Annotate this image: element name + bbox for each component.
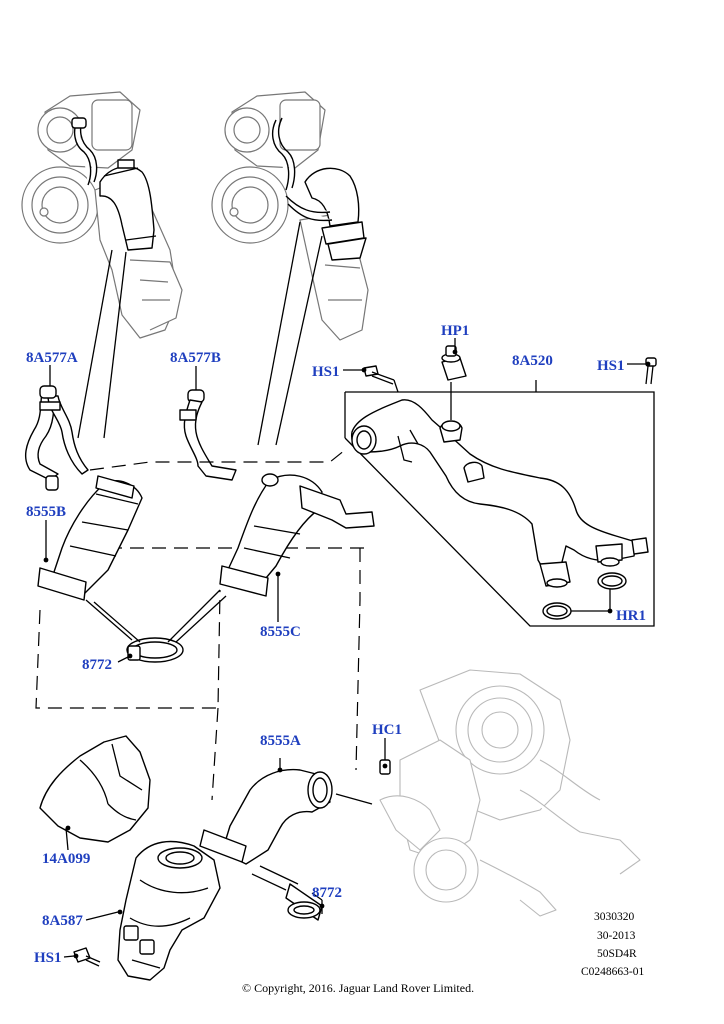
engine-illustration-bottom — [379, 669, 641, 917]
label-8772-left: 8772 — [82, 657, 112, 673]
engine-illustration-left — [21, 91, 183, 339]
label-8555c: 8555C — [260, 624, 301, 640]
label-8772-bottom: 8772 — [312, 885, 342, 901]
screw-hs1-top — [363, 365, 399, 393]
label-hc1: HC1 — [372, 722, 402, 738]
manifold-8a520 — [351, 399, 649, 588]
o-rings-hr1 — [542, 572, 627, 620]
hose-8555c — [219, 473, 375, 597]
ref-line-3: 50SD4R — [597, 948, 637, 960]
part-labels: 8A577A 8A577B HS1 HP1 8A520 HS1 8555B 87… — [26, 323, 646, 966]
housing-8a587 — [117, 840, 221, 981]
ref-line-4: C0248663-01 — [581, 966, 645, 978]
label-8a587: 8A587 — [42, 913, 83, 929]
label-8a520: 8A520 — [512, 353, 553, 369]
manifold-8a520-box — [344, 380, 655, 627]
cover-14a099 — [39, 735, 151, 851]
label-8a577a: 8A577A — [26, 350, 78, 366]
leader-lines-bottom — [251, 793, 373, 891]
clip-hc1 — [379, 738, 391, 775]
label-hp1: HP1 — [441, 323, 469, 339]
hose-installed-left — [71, 117, 157, 251]
label-hs1-bottom: HS1 — [34, 950, 62, 966]
label-hs1-right: HS1 — [597, 358, 625, 374]
pipe-8a577a — [24, 385, 89, 491]
hose-installed-right — [271, 117, 367, 261]
dashed-assembly-lines — [35, 449, 372, 801]
screw-hs1-bottom — [73, 947, 101, 967]
label-hs1-top: HS1 — [312, 364, 340, 380]
plug-hp1 — [441, 345, 467, 420]
hose-8555b — [37, 475, 143, 601]
label-hr1: HR1 — [616, 608, 646, 624]
hose-8555a — [199, 758, 333, 865]
pipe-8a577b — [179, 389, 237, 481]
reference-block: 3030320 30-2013 50SD4R C0248663-01 — [581, 911, 645, 978]
label-leaders — [43, 338, 651, 959]
ref-line-1: 3030320 — [594, 911, 635, 923]
clamp-8772-left — [85, 589, 227, 663]
label-8a577b: 8A577B — [170, 350, 221, 366]
label-14a099: 14A099 — [42, 851, 90, 867]
leader-lines-top — [77, 221, 323, 446]
copyright-notice: © Copyright, 2016. Jaguar Land Rover Lim… — [242, 981, 474, 995]
label-8555b: 8555B — [26, 504, 66, 520]
label-8555a: 8555A — [260, 733, 301, 749]
clamp-8772-bottom — [285, 883, 323, 921]
ref-line-2: 30-2013 — [597, 930, 636, 942]
